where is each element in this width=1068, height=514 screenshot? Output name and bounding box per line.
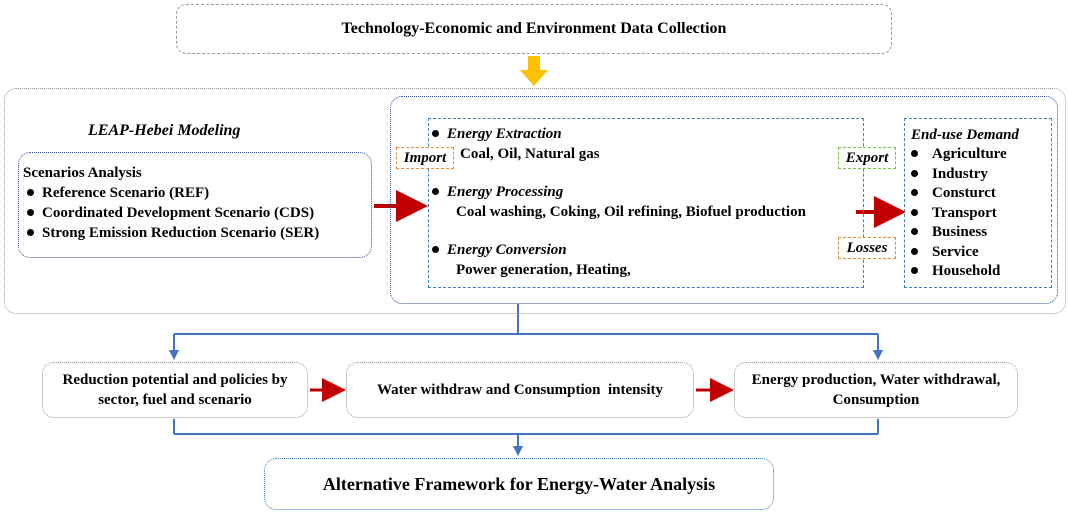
energy-supply-box [428,118,864,288]
energy-processing-items: Coal washing, Coking, Oil refining, Biof… [456,204,806,220]
enduse-item: Agriculture [911,145,1051,165]
bullet-icon [432,188,439,196]
energy-system-box [390,96,1058,304]
final-framework-box: Alternative Framework for Energy-Water A… [264,458,774,510]
reduction-potential-box: Reduction potential and policies by sect… [42,362,308,418]
blue-merge-connector [173,419,879,456]
gold-down-arrow [520,56,548,86]
reduction-potential-label: Reduction potential and policies by sect… [62,372,288,408]
bullet-icon [911,150,918,158]
bullet-icon [911,208,918,216]
scenarios-heading: Scenarios Analysis [23,165,142,181]
scenario-item: Strong Emission Reduction Scenario (SER) [23,223,371,243]
bullet-icon [432,130,439,138]
bullet-icon [27,189,34,197]
bullet-icon [27,209,34,217]
energy-water-production-label: Energy production, Water withdrawal, Con… [751,372,1001,408]
bullet-icon [432,246,439,254]
data-collection-box: Technology-Economic and Environment Data… [176,4,892,54]
energy-extraction-title: Energy Extraction [432,126,562,143]
energy-processing-title: Energy Processing [432,184,563,201]
enduse-item: Service [911,243,1051,263]
bullet-icon [911,247,918,255]
enduse-item: Household [911,262,1051,282]
bullet-icon [911,228,918,236]
enduse-item: Consturct [911,184,1051,204]
energy-water-production-box: Energy production, Water withdrawal, Con… [734,362,1018,418]
scenario-item: Reference Scenario (REF) [23,183,371,203]
enduse-title: End-use Demand [911,127,1019,143]
bullet-icon [911,169,918,177]
import-tag: Import [396,147,454,169]
bullet-icon [911,189,918,197]
enduse-box: End-use Demand Agriculture Industry Cons… [904,118,1052,288]
scenario-item: Coordinated Development Scenario (CDS) [23,203,371,223]
scenarios-list: Reference Scenario (REF) Coordinated Dev… [23,183,371,243]
water-intensity-label: Water withdraw and Consumption intensity [376,382,664,398]
data-collection-label: Technology-Economic and Environment Data… [341,20,727,37]
energy-extraction-items: Coal, Oil, Natural gas [460,146,600,162]
energy-conversion-items: Power generation, Heating, [456,262,631,278]
water-intensity-box: Water withdraw and Consumption intensity [346,362,694,418]
losses-tag: Losses [838,237,896,259]
enduse-item: Transport [911,204,1051,224]
leap-outer-box [4,88,1066,314]
bullet-icon [27,229,34,237]
enduse-list: Agriculture Industry Consturct Transport… [911,145,1051,282]
blue-split-connector [169,304,883,360]
scenarios-box: Scenarios Analysis Reference Scenario (R… [18,152,372,258]
bullet-icon [911,267,918,275]
enduse-item: Industry [911,165,1051,185]
final-framework-label: Alternative Framework for Energy-Water A… [322,473,716,494]
energy-conversion-title: Energy Conversion [432,242,567,259]
enduse-item: Business [911,223,1051,243]
leap-title: LEAP-Hebei Modeling [88,122,241,139]
export-tag: Export [838,147,896,169]
